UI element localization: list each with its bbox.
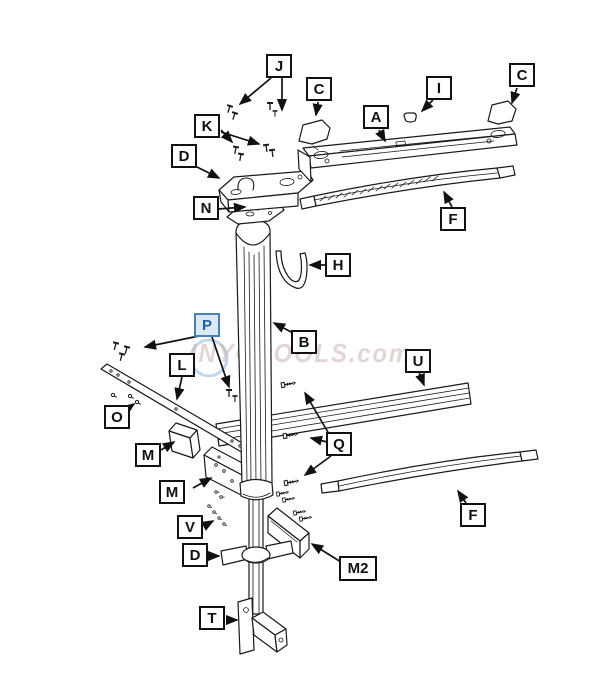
hardware-screws-K (230, 143, 277, 163)
part-top-ledge-A (297, 126, 518, 183)
callout-D-top[interactable]: D (171, 144, 197, 168)
arrow-C-left (312, 101, 323, 117)
arrow-M-upper (160, 441, 176, 453)
arrow-F-bottom (457, 489, 469, 504)
callout-Q[interactable]: Q (326, 432, 352, 456)
hardware-screws-J (223, 102, 279, 122)
callout-F-top[interactable]: F (440, 207, 466, 231)
part-clip-I (403, 112, 417, 123)
part-upright-B (235, 220, 273, 486)
callout-P[interactable]: P (194, 313, 220, 337)
part-block-M-upper (168, 422, 201, 459)
callout-arrows (122, 77, 521, 626)
callout-I[interactable]: I (426, 76, 452, 100)
callout-M-upper[interactable]: M (135, 443, 161, 467)
callout-C-left[interactable]: C (306, 77, 332, 101)
part-rail-F-top (299, 165, 516, 210)
callout-O[interactable]: O (104, 405, 130, 429)
callout-V[interactable]: V (177, 515, 203, 539)
part-foot-T (237, 597, 288, 655)
arrow-J-1 (238, 77, 272, 106)
arrow-D-top (196, 166, 221, 179)
callout-B[interactable]: B (291, 330, 317, 354)
arrow-M-lower (192, 477, 213, 489)
arrow-K-2 (220, 131, 261, 146)
arrow-A (375, 128, 386, 143)
callout-J[interactable]: J (266, 54, 292, 78)
callout-T[interactable]: T (199, 606, 225, 630)
callout-F-bottom[interactable]: F (460, 503, 486, 527)
part-top-plate-D (218, 170, 314, 213)
part-cap-C-right (487, 100, 517, 125)
part-cap-C-left (298, 119, 331, 151)
arrow-Q-3 (303, 455, 332, 477)
callout-M2[interactable]: M2 (339, 556, 377, 581)
arrow-Q-1 (304, 391, 330, 435)
callout-U[interactable]: U (405, 349, 431, 373)
callout-K[interactable]: K (194, 114, 220, 138)
callout-A[interactable]: A (363, 105, 389, 129)
arrow-F-top (443, 190, 454, 208)
arrow-Q-2 (309, 435, 328, 446)
arrow-C-right (510, 87, 521, 105)
arrow-I (420, 99, 434, 113)
callout-N[interactable]: N (193, 196, 219, 220)
part-hook-H (275, 250, 308, 289)
part-bottom-plate-D (220, 540, 294, 566)
arrow-P-2 (211, 336, 231, 389)
callout-H[interactable]: H (325, 253, 351, 277)
arrow-M2 (310, 543, 342, 563)
hardware-screws-O (110, 392, 142, 405)
arrow-V (200, 520, 215, 531)
arrow-U (415, 371, 425, 387)
hardware-bolts-Q (275, 379, 313, 522)
part-rail-F-bottom (320, 449, 539, 494)
arrow-N (217, 202, 247, 213)
callout-M-lower[interactable]: M (159, 480, 185, 504)
callout-C-right[interactable]: C (509, 63, 535, 87)
callout-L[interactable]: L (169, 353, 195, 377)
arrow-B (272, 322, 294, 334)
arrow-L (174, 376, 185, 401)
arrow-P-1 (143, 335, 200, 350)
callout-D-lower[interactable]: D (182, 543, 208, 567)
hardware-screws-V (207, 488, 228, 527)
